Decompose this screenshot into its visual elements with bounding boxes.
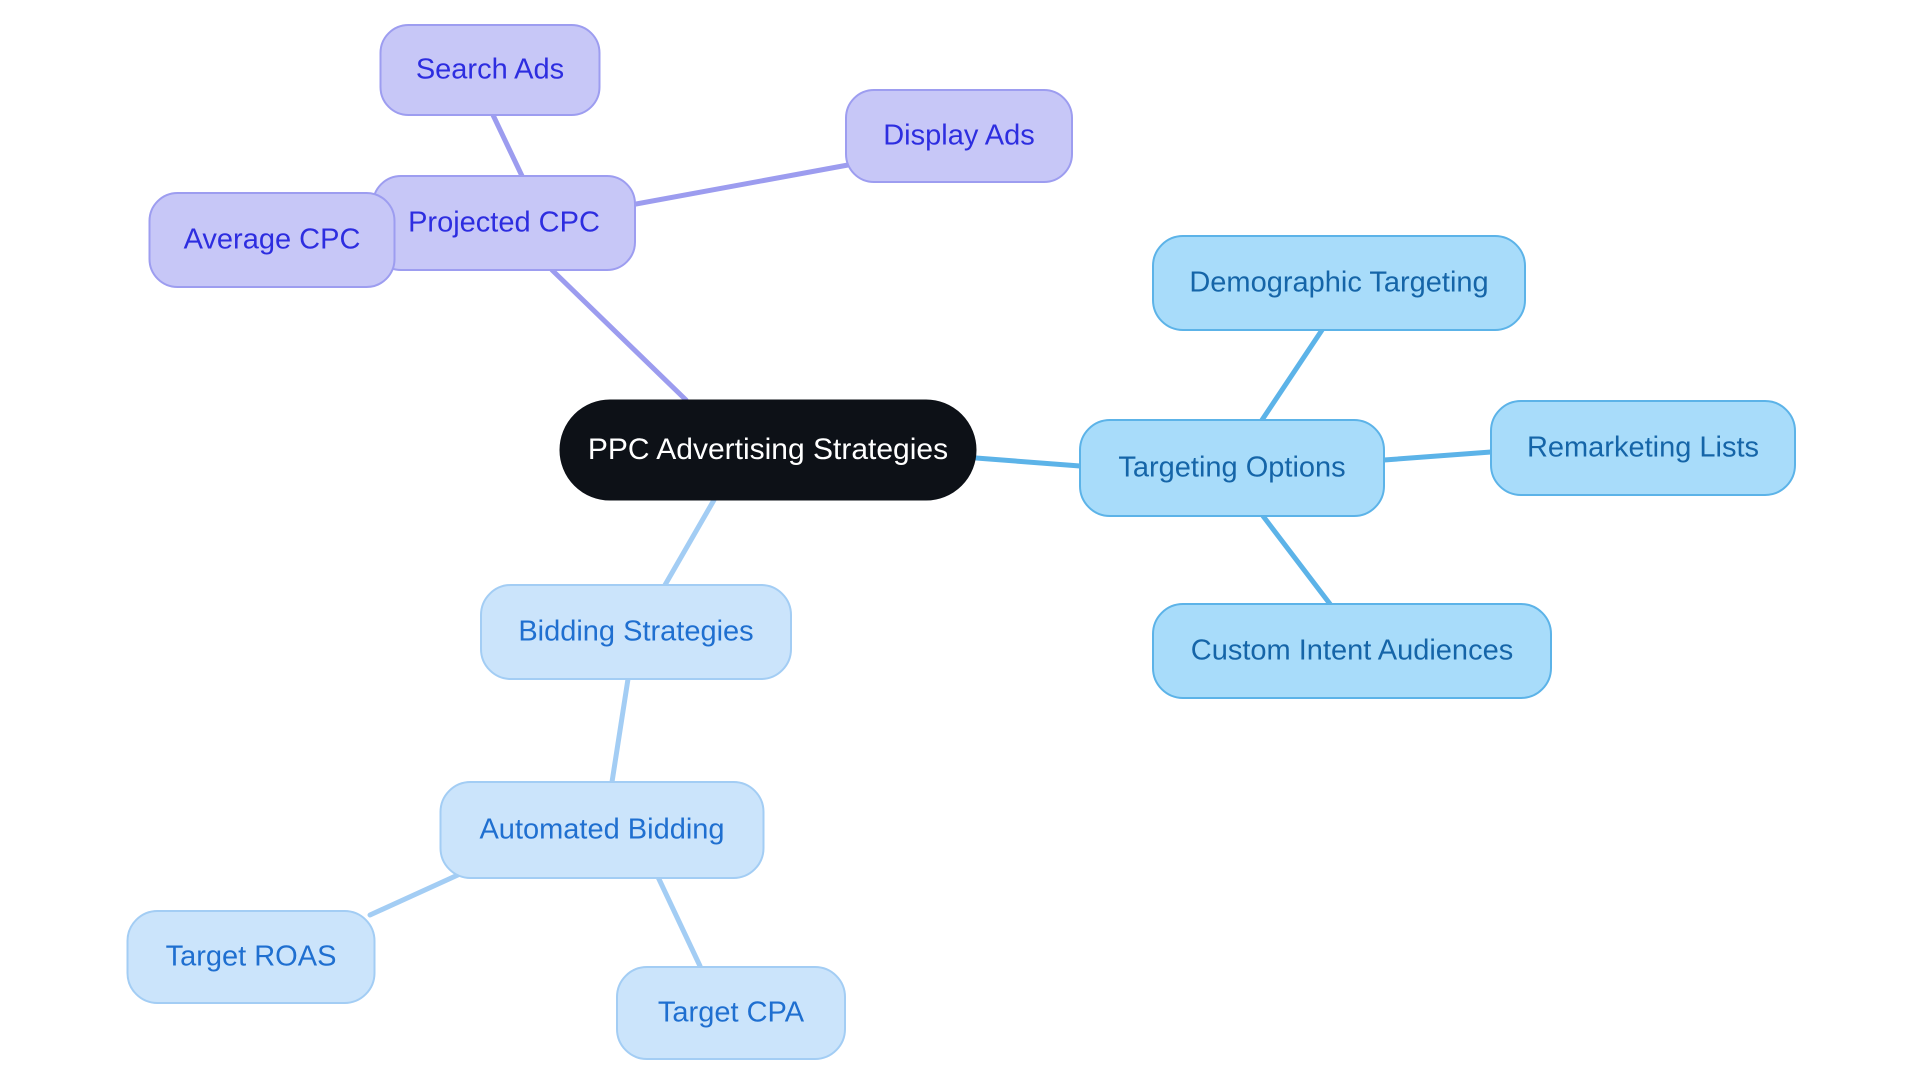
node-shape-remarketing-lists	[1490, 400, 1796, 496]
node-shape-target-roas	[126, 910, 376, 1004]
edges-layer	[367, 112, 1494, 969]
node-label-projected-cpc: Projected CPC	[408, 207, 600, 239]
node-shape-average-cpc	[148, 192, 396, 288]
node-label-bidding-strategies: Bidding Strategies	[518, 616, 753, 648]
node-label-root: PPC Advertising Strategies	[588, 433, 948, 466]
node-shape-targeting-options	[1079, 419, 1385, 517]
edge-root-projected-cpc	[549, 267, 689, 403]
mindmap-node-automated-bidding[interactable]: Automated Bidding	[439, 781, 765, 879]
mindmap-node-average-cpc[interactable]: Average CPC	[148, 192, 396, 288]
mindmap-node-custom-intent-audiences[interactable]: Custom Intent Audiences	[1152, 603, 1552, 699]
edge-bidding-strategies-automated	[609, 676, 631, 785]
mindmap-node-root[interactable]: PPC Advertising Strategies	[559, 399, 977, 501]
node-label-average-cpc: Average CPC	[184, 224, 361, 256]
node-label-display-ads: Display Ads	[883, 120, 1035, 152]
mindmap-node-remarketing-lists[interactable]: Remarketing Lists	[1490, 400, 1796, 496]
node-label-demographic-targeting: Demographic Targeting	[1189, 267, 1488, 299]
node-shape-automated-bidding	[439, 781, 765, 879]
mindmap-node-bidding-strategies[interactable]: Bidding Strategies	[480, 584, 792, 680]
node-shape-custom-intent-audiences	[1152, 603, 1552, 699]
node-shape-display-ads	[845, 89, 1073, 183]
edge-projected-cpc-display-ads	[622, 162, 851, 209]
mindmap-node-search-ads[interactable]: Search Ads	[379, 24, 601, 116]
mindmap-node-display-ads[interactable]: Display Ads	[845, 89, 1073, 183]
edge-projected-cpc-search-ads	[490, 112, 525, 179]
node-label-automated-bidding: Automated Bidding	[479, 814, 724, 846]
node-shape-demographic-targeting	[1152, 235, 1526, 331]
edge-root-targeting-options	[973, 455, 1083, 469]
mindmap-node-target-roas[interactable]: Target ROAS	[126, 910, 376, 1004]
node-label-target-roas: Target ROAS	[166, 941, 337, 973]
node-label-remarketing-lists: Remarketing Lists	[1527, 432, 1759, 464]
edge-automated-target-roas	[367, 871, 463, 918]
node-shape-target-cpa	[616, 966, 846, 1060]
node-label-targeting-options: Targeting Options	[1118, 452, 1345, 484]
node-shape-root	[559, 399, 977, 501]
mindmap-node-targeting-options[interactable]: Targeting Options	[1079, 419, 1385, 517]
node-label-search-ads: Search Ads	[416, 54, 564, 86]
mindmap-node-target-cpa[interactable]: Target CPA	[616, 966, 846, 1060]
edge-targeting-options-custom-intent	[1260, 513, 1333, 607]
node-shape-search-ads	[379, 24, 601, 116]
mindmap-node-projected-cpc[interactable]: Projected CPC	[372, 175, 636, 271]
node-label-target-cpa: Target CPA	[658, 997, 805, 1029]
mindmap-node-demographic-targeting[interactable]: Demographic Targeting	[1152, 235, 1526, 331]
edge-root-bidding-strategies	[662, 497, 717, 588]
edge-targeting-options-remarketing	[1381, 449, 1494, 463]
edge-automated-target-cpa	[655, 874, 703, 969]
nodes-layer: PPC Advertising Strategies Projected CPC S…	[126, 24, 1796, 1060]
edge-targeting-options-demographic	[1259, 327, 1325, 423]
node-label-custom-intent-audiences: Custom Intent Audiences	[1191, 635, 1513, 667]
node-shape-bidding-strategies	[480, 584, 792, 680]
